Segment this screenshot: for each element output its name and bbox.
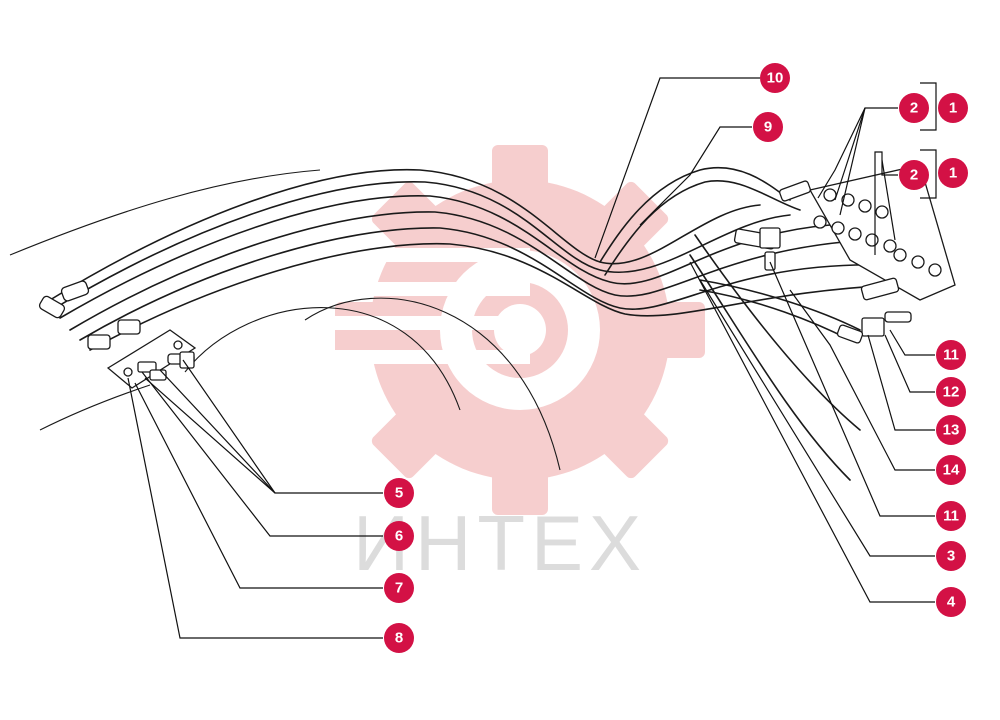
callout-11-upper: 11: [936, 340, 966, 370]
callout-10: 10: [760, 63, 790, 93]
callout-13: 13: [936, 415, 966, 445]
callout-3: 3: [936, 541, 966, 571]
callout-5: 5: [384, 478, 414, 508]
svg-text:8: 8: [395, 630, 403, 647]
control-valve-block: [733, 164, 956, 344]
leader-lines: [127, 77, 937, 639]
wheel-outline: [9, 169, 561, 471]
callout-2-upper: 2: [899, 93, 929, 123]
svg-text:2: 2: [910, 100, 918, 117]
callout-9: 9: [753, 112, 783, 142]
callout-2-lower: 2: [899, 160, 929, 190]
callout-1-upper: 1: [938, 93, 968, 123]
manifold-plate: [38, 280, 197, 389]
svg-text:1: 1: [949, 100, 957, 117]
svg-text:4: 4: [947, 594, 956, 611]
svg-text:1: 1: [949, 165, 957, 182]
callout-1-lower: 1: [938, 158, 968, 188]
svg-text:13: 13: [943, 422, 960, 439]
callout-4: 4: [936, 587, 966, 617]
svg-text:5: 5: [395, 485, 403, 502]
callout-11-lower: 11: [936, 501, 966, 531]
callout-12: 12: [936, 377, 966, 407]
svg-text:10: 10: [767, 70, 784, 87]
callout-8: 8: [384, 623, 414, 653]
svg-text:9: 9: [764, 119, 772, 136]
callout-14: 14: [936, 455, 966, 485]
svg-text:2: 2: [910, 167, 918, 184]
svg-text:6: 6: [395, 528, 403, 545]
svg-text:3: 3: [947, 548, 955, 565]
hose-bundle: [49, 166, 901, 481]
callout-7: 7: [384, 573, 414, 603]
svg-text:11: 11: [943, 347, 959, 364]
svg-text:11: 11: [943, 508, 959, 525]
svg-text:14: 14: [943, 462, 960, 479]
svg-text:7: 7: [395, 580, 403, 597]
svg-text:12: 12: [943, 384, 960, 401]
callout-6: 6: [384, 521, 414, 551]
